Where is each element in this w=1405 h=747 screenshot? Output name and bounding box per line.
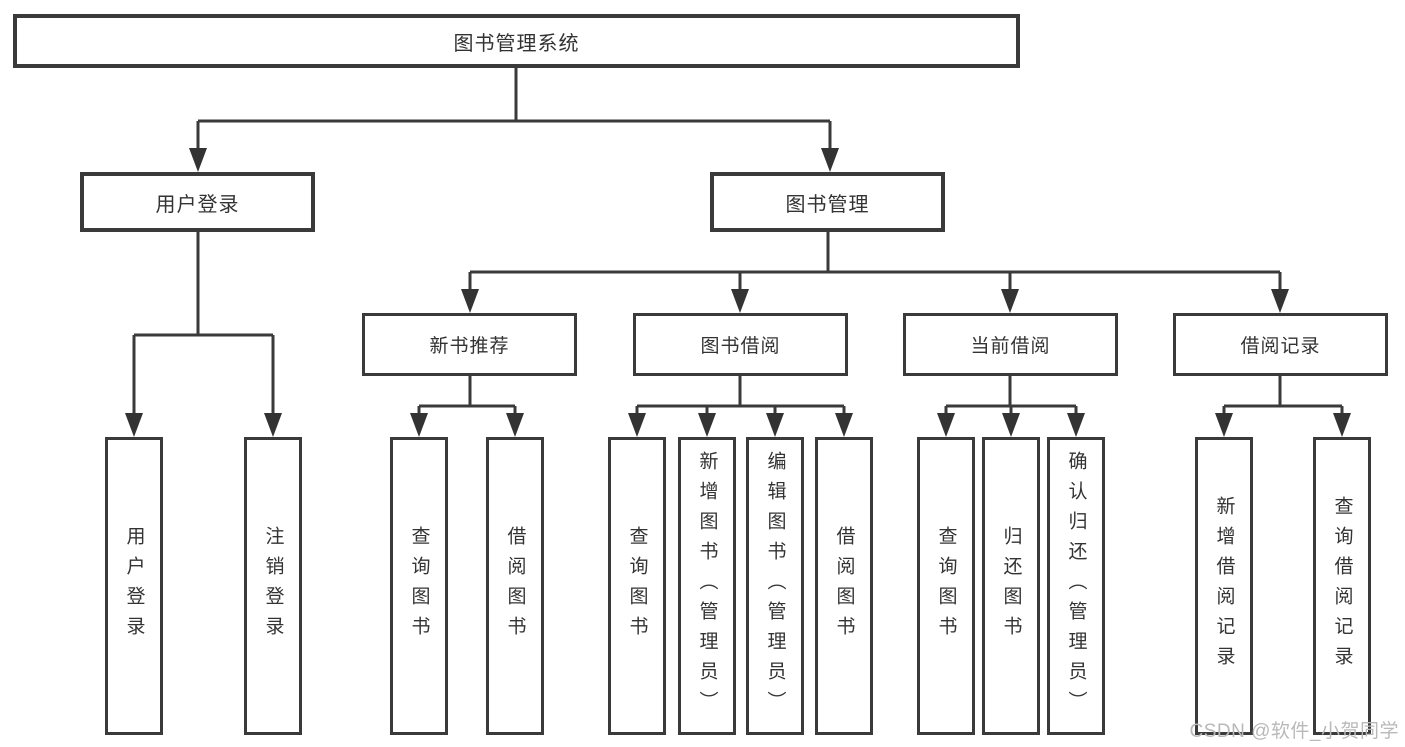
leaf-logout-label: 注销登录 <box>262 526 284 646</box>
leaf-confirm-return-admin-label: 确认归还（管理员） <box>1065 451 1087 721</box>
leaf-add-borrow-record-label: 新增借阅记录 <box>1213 496 1235 676</box>
leaf-edit-books-admin: 编辑图书（管理员） <box>746 437 804 735</box>
leaf-user-login: 用户登录 <box>105 437 163 735</box>
leaf-query-books-current: 查询图书 <box>917 437 975 735</box>
node-book-borrow: 图书借阅 <box>633 313 848 376</box>
leaf-query-books-borrow-label: 查询图书 <box>626 526 648 646</box>
node-book-management-label: 图书管理 <box>785 193 870 216</box>
leaf-borrow-books-label: 借阅图书 <box>833 526 855 646</box>
node-user-login-label: 用户登录 <box>155 193 240 216</box>
node-new-book-recommend-label: 新书推荐 <box>429 336 510 357</box>
leaf-add-books-admin: 新增图书（管理员） <box>678 437 736 735</box>
leaf-borrow-books: 借阅图书 <box>815 437 873 735</box>
watermark: CSDN @软件_小贺同学 <box>1189 721 1399 742</box>
leaf-logout: 注销登录 <box>244 437 302 735</box>
leaf-add-borrow-record: 新增借阅记录 <box>1195 437 1253 735</box>
node-root-label: 图书管理系统 <box>453 32 580 55</box>
leaf-user-login-label: 用户登录 <box>123 526 145 646</box>
leaf-borrow-books-recommend-label: 借阅图书 <box>504 526 526 646</box>
node-book-borrow-label: 图书借阅 <box>700 336 781 357</box>
node-book-management: 图书管理 <box>710 172 945 232</box>
leaf-query-books-current-label: 查询图书 <box>935 526 957 646</box>
leaf-edit-books-admin-label: 编辑图书（管理员） <box>764 451 786 721</box>
node-borrow-records: 借阅记录 <box>1173 313 1388 376</box>
leaf-query-borrow-record-label: 查询借阅记录 <box>1331 496 1353 676</box>
node-borrow-records-label: 借阅记录 <box>1240 336 1321 357</box>
node-current-borrow-label: 当前借阅 <box>970 336 1051 357</box>
leaf-query-borrow-record: 查询借阅记录 <box>1313 437 1371 735</box>
leaf-return-books: 归还图书 <box>982 437 1040 735</box>
node-root: 图书管理系统 <box>13 14 1020 68</box>
node-user-login: 用户登录 <box>80 172 315 232</box>
leaf-query-books-borrow: 查询图书 <box>608 437 666 735</box>
leaf-add-books-admin-label: 新增图书（管理员） <box>696 451 718 721</box>
leaf-return-books-label: 归还图书 <box>1000 526 1022 646</box>
leaf-query-books-recommend: 查询图书 <box>390 437 448 735</box>
leaf-query-books-recommend-label: 查询图书 <box>408 526 430 646</box>
leaf-borrow-books-recommend: 借阅图书 <box>486 437 544 735</box>
node-current-borrow: 当前借阅 <box>903 313 1118 376</box>
leaf-confirm-return-admin: 确认归还（管理员） <box>1047 437 1105 735</box>
node-new-book-recommend: 新书推荐 <box>362 313 577 376</box>
